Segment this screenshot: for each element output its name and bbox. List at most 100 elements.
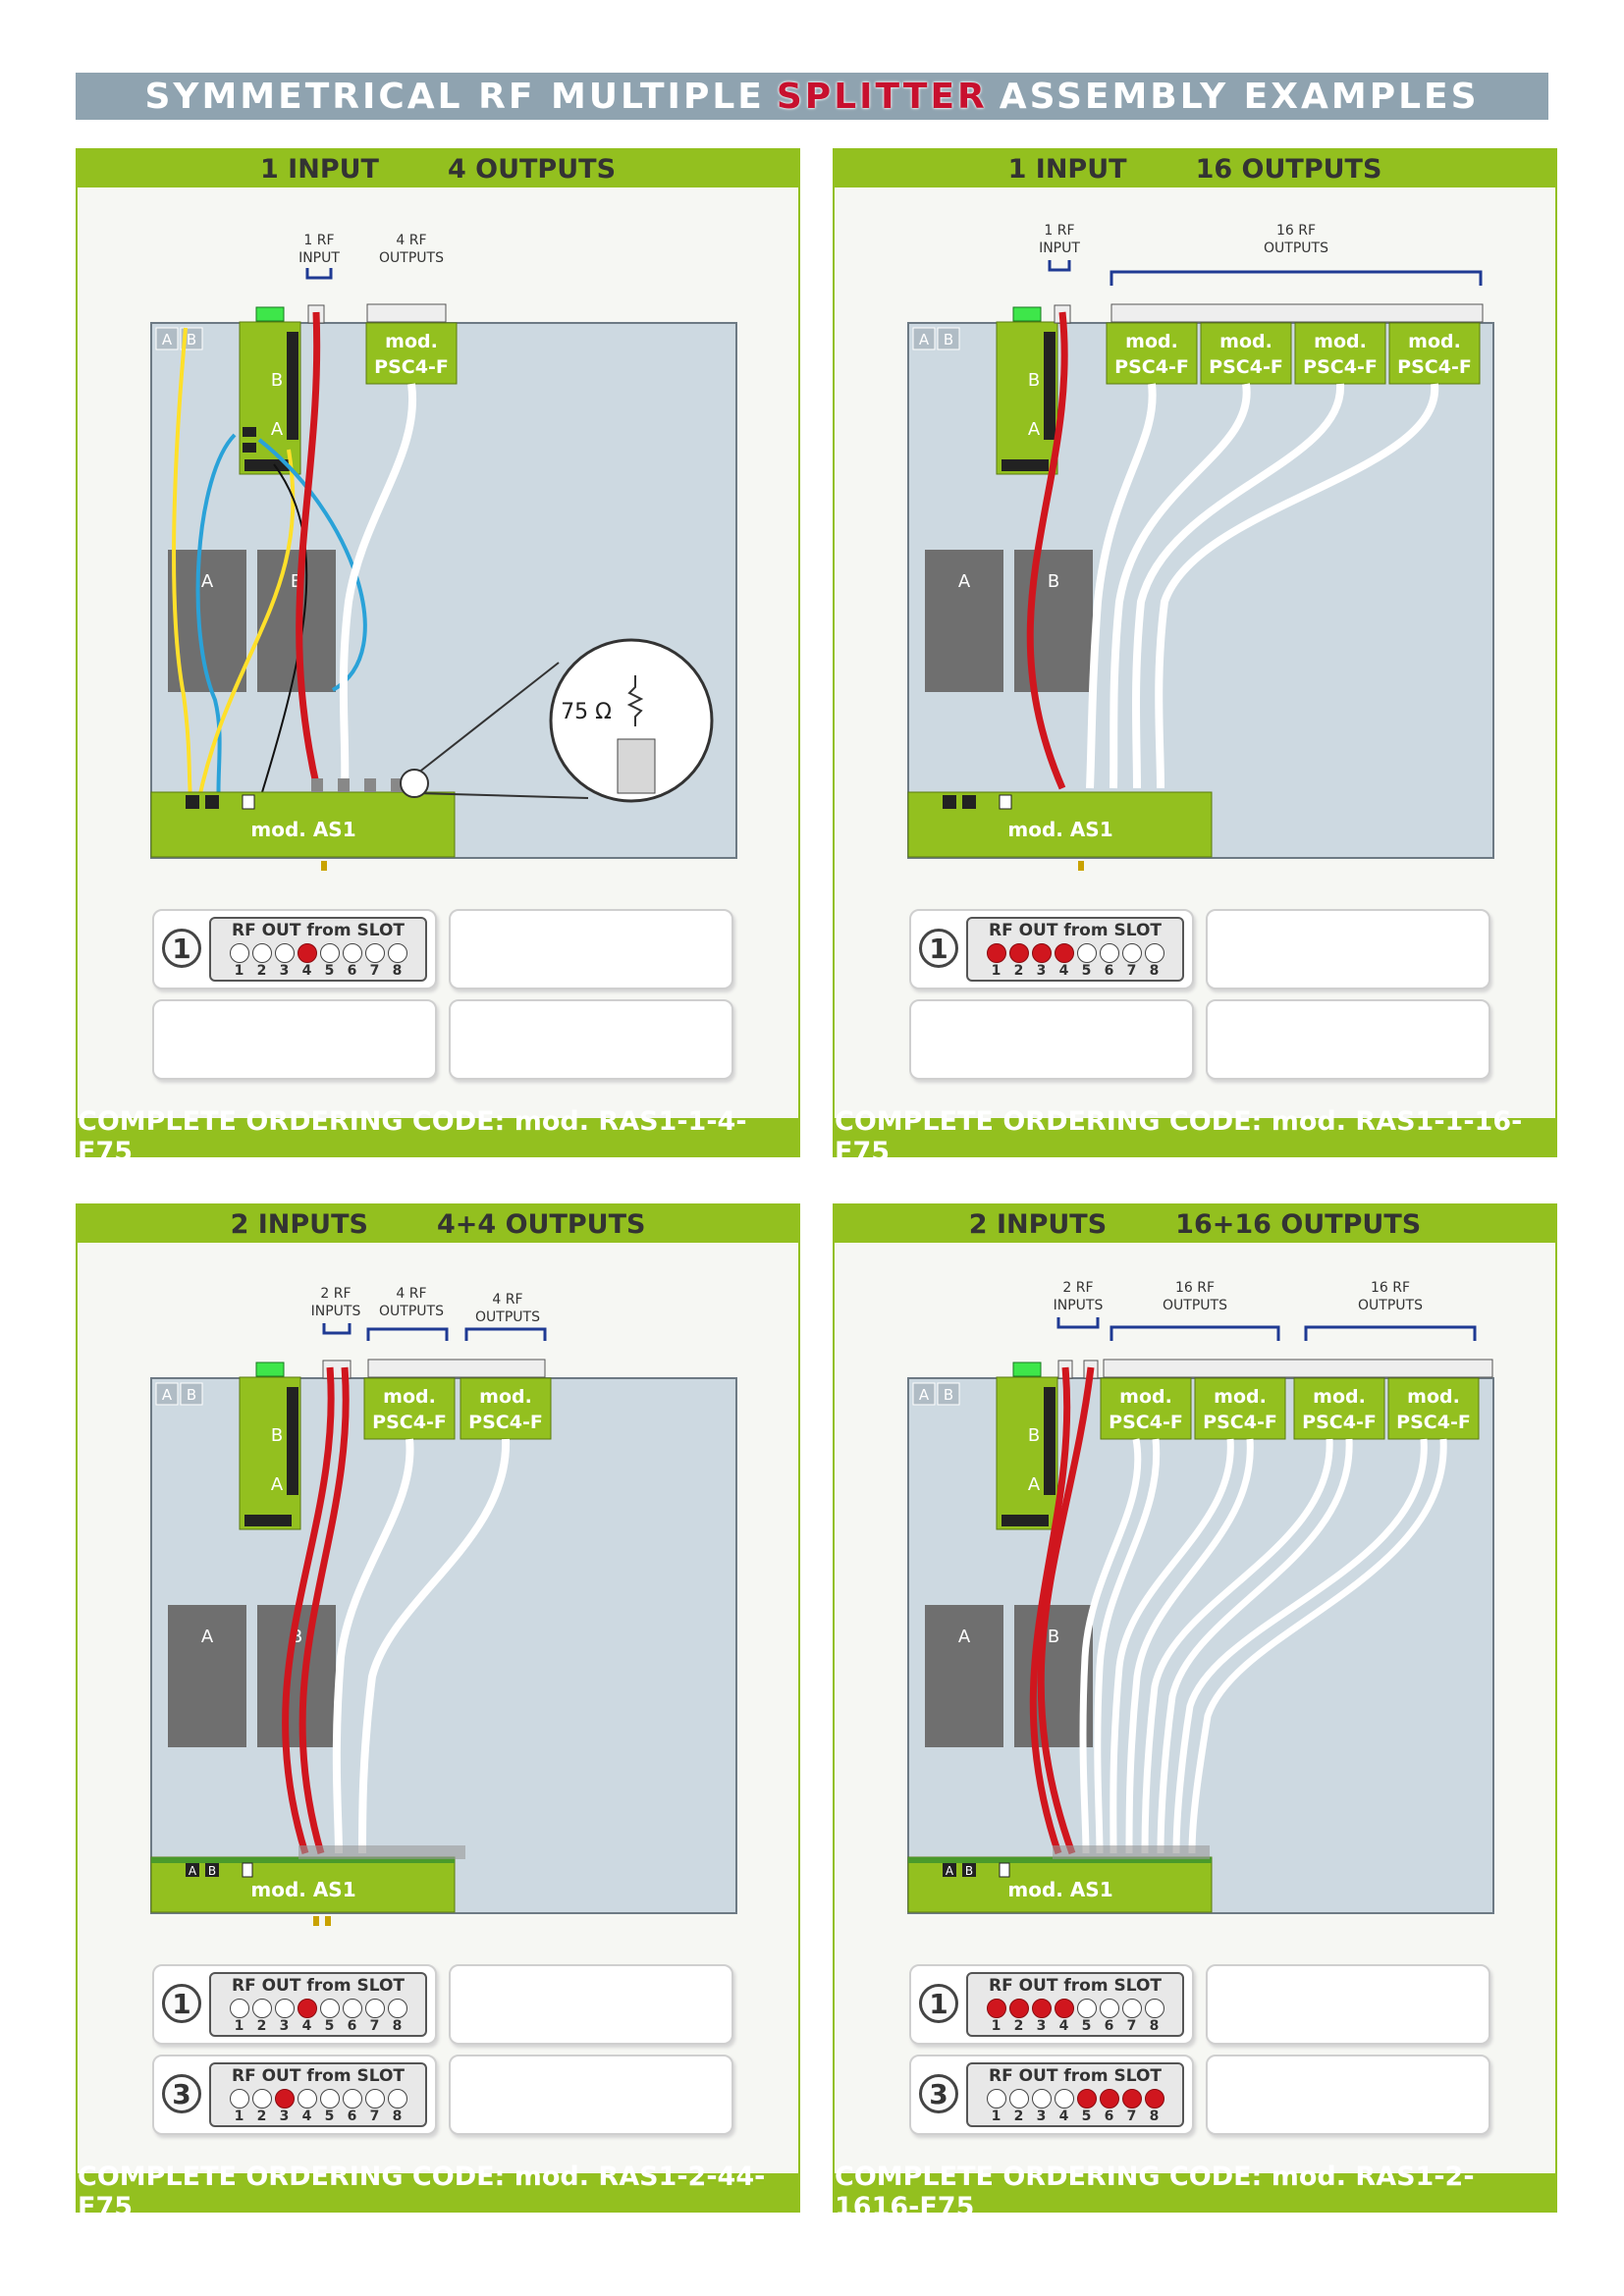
panel-1in-16out: 1 INPUT 16 OUTPUTS 1 RF INPUT 16 RF OUTP…: [833, 148, 1557, 1167]
svg-text:B: B: [1028, 370, 1040, 391]
led-off-indicator: [297, 2089, 317, 2109]
led-on-indicator: [297, 1999, 317, 2018]
led-on-indicator: [297, 943, 317, 963]
svg-text:A: A: [919, 331, 930, 348]
led-off-indicator: [274, 1999, 295, 2018]
empty-slot-box: [1206, 1964, 1490, 2045]
svg-text:mod.: mod.: [1408, 331, 1461, 352]
led-off-indicator: [319, 1999, 340, 2018]
led-off-indicator: [342, 2089, 362, 2109]
rack-diagram: 2 RF INPUTS 16 RF OUTPUTS 16 RF OUTPUTS …: [907, 1280, 1494, 1914]
output-label-line1: 16 RF: [1175, 1280, 1215, 1296]
led-off-indicator: [387, 1999, 407, 2018]
svg-text:mod. AS1: mod. AS1: [1007, 1878, 1112, 1901]
output-label-2-line1: 4 RF: [492, 1292, 522, 1308]
led-off-indicator: [251, 2089, 272, 2109]
psc4-f-module-3: mod. PSC4-F: [1293, 1377, 1385, 1440]
terminator-detail: [549, 638, 714, 803]
led-on-indicator: [1008, 1999, 1029, 2018]
panel-2in-4-4out: 2 INPUTS 4+4 OUTPUTS 2 RF INPUTS 4 RF OU…: [76, 1203, 800, 2222]
panel-header: 2 INPUTS 16+16 OUTPUTS: [835, 1205, 1555, 1243]
panel-2in-16-16out: 2 INPUTS 16+16 OUTPUTS 2 RF INPUTS 16 RF…: [833, 1203, 1557, 2222]
psc4-f-module-1: mod. PSC4-F: [1106, 322, 1198, 385]
inputs-label: 1 INPUT: [1007, 153, 1127, 185]
psc4-f-module-4: mod.PSC4-F: [1388, 322, 1481, 385]
led-row: [968, 1999, 1182, 2018]
psc4-f-module-2: mod.PSC4-F: [460, 1377, 552, 1440]
svg-text:PSC4-F: PSC4-F: [1302, 1412, 1377, 1433]
led-on-indicator: [274, 2089, 295, 2109]
svg-text:A: A: [201, 571, 214, 592]
svg-text:mod.: mod.: [1313, 1386, 1366, 1408]
output-label-line1: 4 RF: [396, 233, 426, 248]
svg-text:A: A: [946, 1864, 954, 1878]
output-label-line2: OUTPUTS: [1264, 240, 1328, 256]
led-off-indicator: [229, 943, 249, 963]
led-off-indicator: [387, 943, 407, 963]
led-on-indicator: [1031, 1999, 1052, 2018]
led-row: [968, 2089, 1182, 2109]
svg-text:B: B: [944, 331, 953, 348]
psc4-f-module: mod. PSC4-F: [365, 303, 458, 385]
svg-text:PSC4-F: PSC4-F: [372, 1412, 447, 1433]
svg-text:mod. AS1: mod. AS1: [250, 1878, 355, 1901]
svg-text:B: B: [1048, 1627, 1059, 1647]
led-off-indicator: [342, 1999, 362, 2018]
svg-text:mod.: mod.: [1214, 1386, 1267, 1408]
svg-text:A: A: [958, 1627, 971, 1647]
svg-text:PSC4-F: PSC4-F: [1114, 356, 1189, 378]
ordering-code: COMPLETE ORDERING CODE: mod. RAS1-2-44-F…: [78, 2162, 798, 2222]
svg-text:PSC4-F: PSC4-F: [374, 356, 449, 378]
led-off-indicator: [229, 1999, 249, 2018]
rf-input-cable: [296, 311, 321, 789]
panel-header: 2 INPUTS 4+4 OUTPUTS: [78, 1205, 798, 1243]
empty-slot-box: [449, 909, 733, 989]
page-title: SYMMETRICAL RF MULTIPLE SPLITTER ASSEMBL…: [76, 73, 1548, 120]
slot-title: RF OUT from SLOT: [231, 2066, 405, 2086]
led-off-indicator: [1099, 943, 1119, 963]
input-label-line1: 1 RF: [1044, 223, 1074, 239]
ordering-code: COMPLETE ORDERING CODE: mod. RAS1-1-16-F…: [835, 1106, 1555, 1167]
led-off-indicator: [1144, 1999, 1164, 2018]
led-off-indicator: [251, 1999, 272, 2018]
led-on-indicator: [1099, 2089, 1119, 2109]
svg-text:B: B: [965, 1864, 973, 1878]
svg-text:PSC4-F: PSC4-F: [1303, 356, 1378, 378]
led-row: [211, 943, 425, 963]
svg-text:mod.: mod.: [1125, 331, 1178, 352]
svg-text:B: B: [271, 370, 283, 391]
output-label-2-line2: OUTPUTS: [1358, 1298, 1423, 1313]
svg-text:B: B: [208, 1864, 216, 1878]
led-off-indicator: [1099, 1999, 1119, 2018]
slot-number: 1: [162, 1984, 201, 2023]
panel-1in-4out: 1 INPUT 4 OUTPUTS 1 RF INPUT 4 RF OUTPUT…: [76, 148, 800, 1167]
rf-input-cable: [1026, 311, 1068, 790]
svg-text:A: A: [919, 1386, 930, 1404]
svg-text:mod.: mod.: [1119, 1386, 1172, 1408]
input-label-line2: INPUTS: [311, 1304, 361, 1319]
output-label-2-line2: OUTPUTS: [475, 1309, 540, 1325]
svg-text:PSC4-F: PSC4-F: [1209, 356, 1283, 378]
led-off-indicator: [319, 943, 340, 963]
outputs-label: 4 OUTPUTS: [447, 153, 617, 185]
svg-text:PSC4-F: PSC4-F: [1109, 1412, 1183, 1433]
led-row: [211, 2089, 425, 2109]
led-row: [211, 1999, 425, 2018]
output-label-line2: OUTPUTS: [1163, 1298, 1227, 1313]
svg-text:PSC4-F: PSC4-F: [468, 1412, 543, 1433]
as1-module: [150, 1856, 456, 1913]
empty-slot-box: [449, 2055, 733, 2135]
